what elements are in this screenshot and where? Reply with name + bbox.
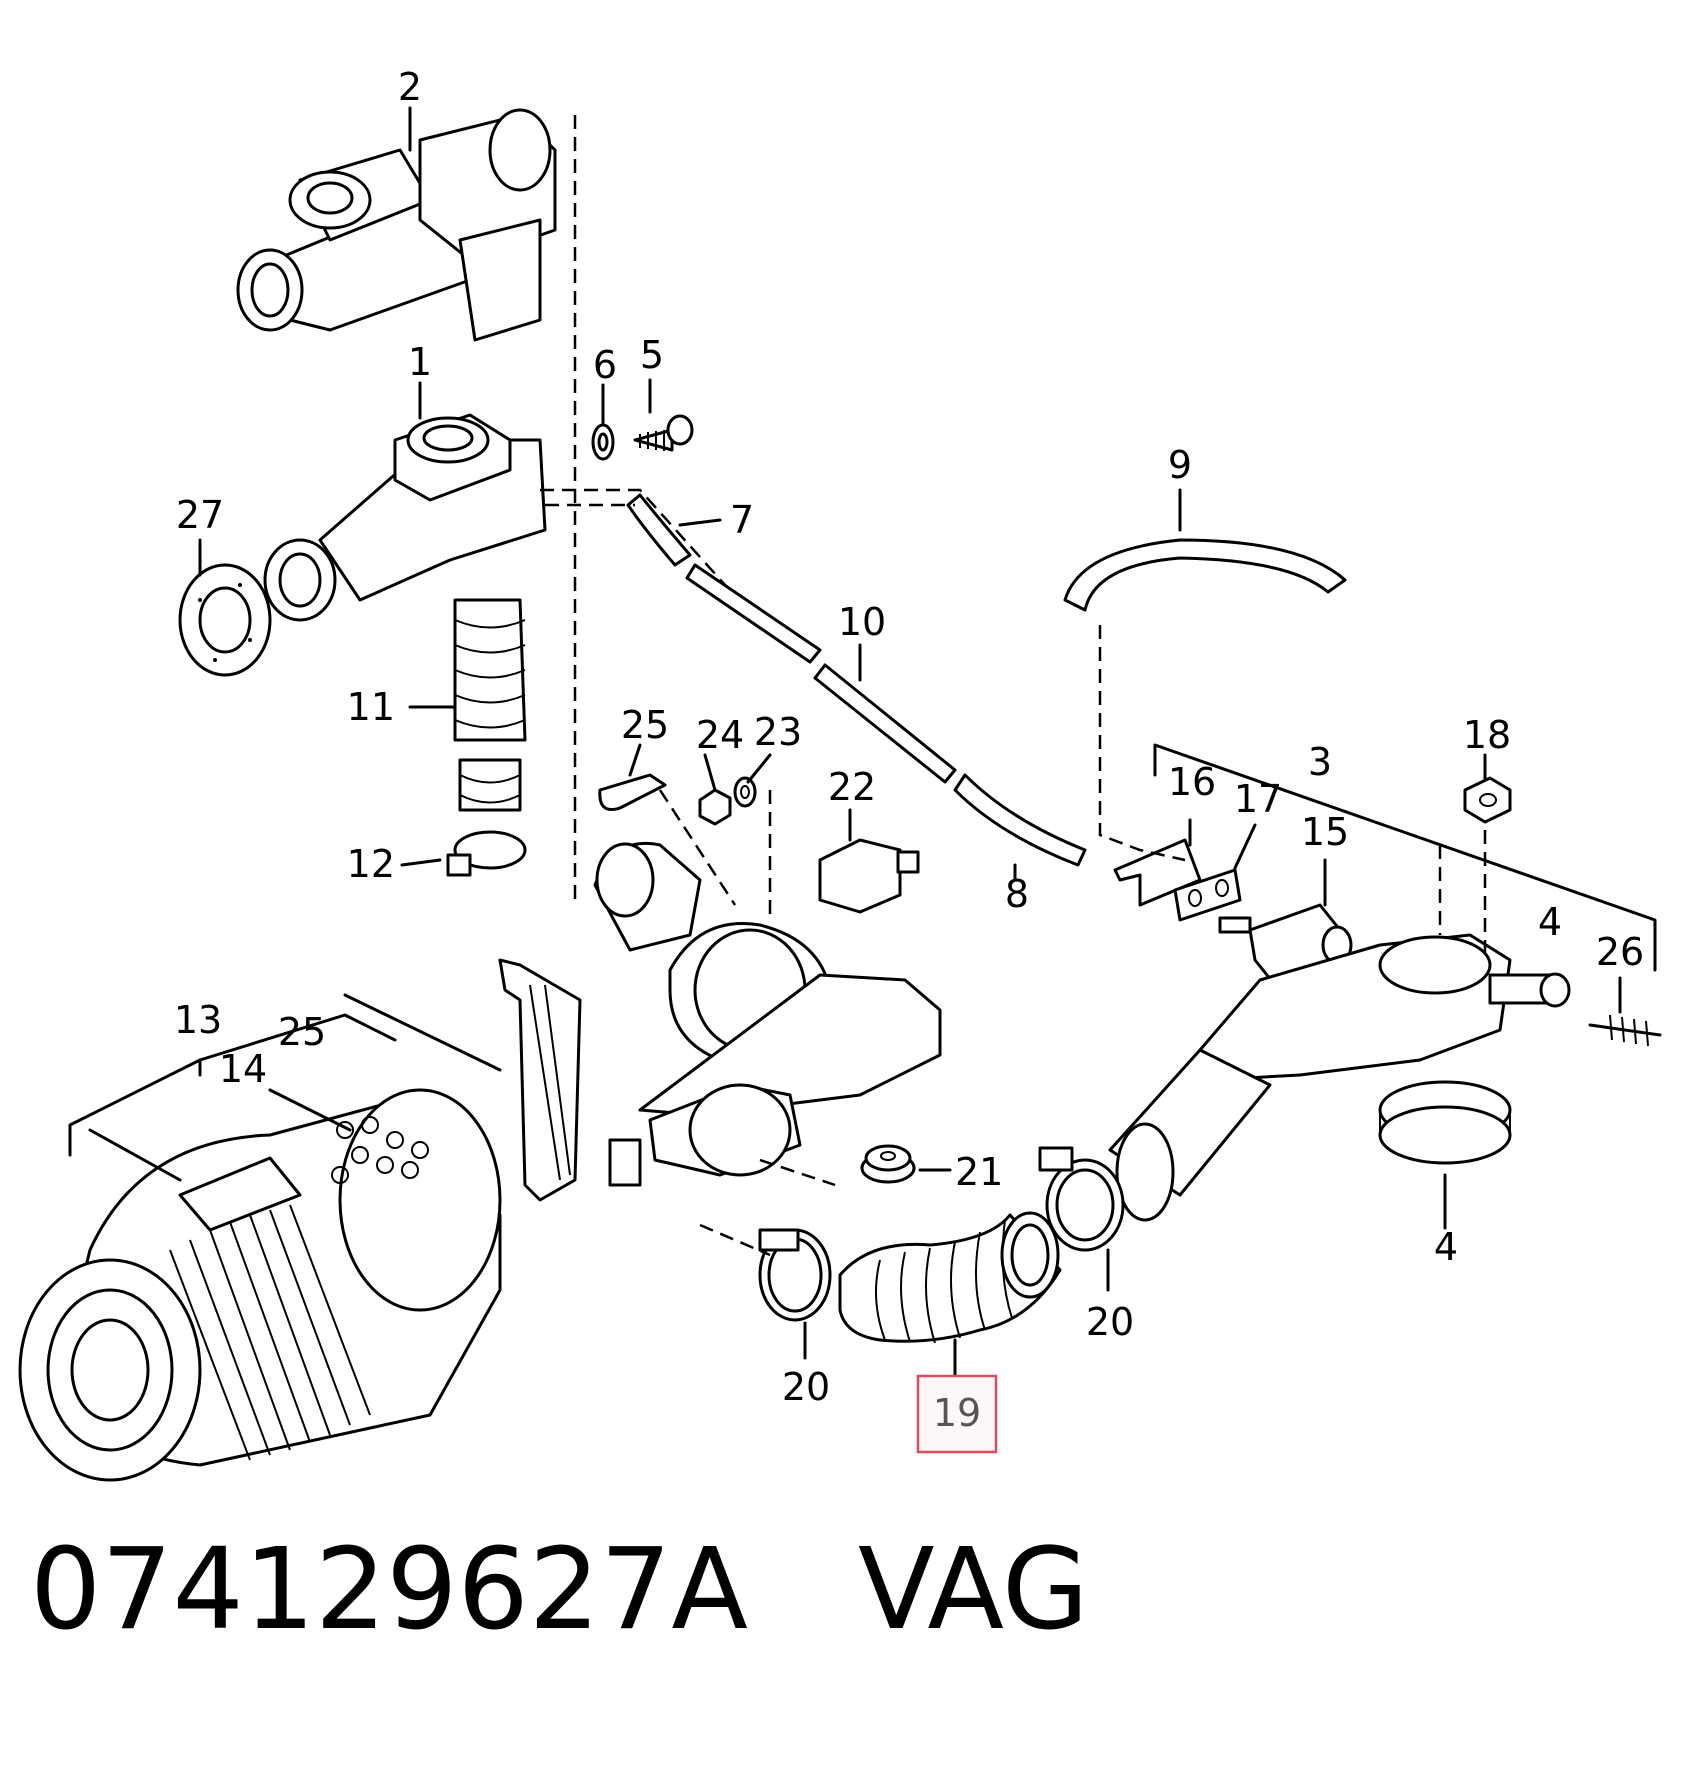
part-9-hose	[1063, 538, 1347, 612]
part-20-clamp-left	[758, 1228, 832, 1322]
callout-21: 21	[955, 1150, 1003, 1194]
callout-3: 3	[1308, 740, 1332, 784]
callout-7: 7	[730, 498, 754, 542]
callout-12: 12	[347, 842, 395, 886]
manifold-inlet-pipe	[1108, 1048, 1272, 1222]
callout-4-mid: 4	[1538, 900, 1562, 944]
callout-4-bottom: 4	[1434, 1225, 1458, 1269]
part-8-hose	[953, 773, 1087, 867]
part-20-clamp-right	[1038, 1146, 1125, 1252]
part-19-intake-hose	[838, 1211, 1062, 1344]
part-17-gasket	[1173, 868, 1242, 922]
part-23-washer	[733, 776, 757, 808]
part-1-intake-housing	[263, 413, 547, 622]
callout-2: 2	[398, 65, 422, 109]
part-3-manifold	[1198, 933, 1571, 1082]
callout-27: 27	[176, 493, 224, 537]
callout-18: 18	[1463, 713, 1511, 757]
part-24-nut	[698, 788, 732, 826]
callout-25-bottom: 25	[278, 1010, 326, 1054]
callout-24: 24	[696, 713, 744, 757]
callout-6: 6	[593, 343, 617, 387]
part-12-clamp	[446, 830, 527, 877]
callout-labels: 2 1 6 5 27 7 9 10 11 25 24 23 22 18 3 16…	[174, 65, 1644, 1454]
callout-19-highlighted: 19	[933, 1391, 981, 1435]
callout-20-right: 20	[1086, 1300, 1134, 1344]
callout-17: 17	[1234, 777, 1282, 821]
callout-16: 16	[1168, 760, 1216, 804]
callout-5: 5	[640, 333, 664, 377]
callout-26: 26	[1596, 930, 1644, 974]
part-22-mount	[818, 838, 920, 914]
callout-1: 1	[408, 340, 432, 384]
callout-10: 10	[838, 600, 886, 644]
part-number: 074129627A	[30, 1525, 748, 1655]
part-7-hose	[626, 493, 692, 567]
part-18-nut	[1463, 776, 1512, 824]
highlight-box	[916, 1374, 998, 1454]
air-filter-canister	[18, 1088, 502, 1482]
callout-22: 22	[828, 765, 876, 809]
part-4-seal-ring	[1378, 1080, 1512, 1165]
callout-20-left: 20	[782, 1365, 830, 1409]
leader-lines	[68, 106, 1657, 1377]
callout-14: 14	[219, 1047, 267, 1091]
callout-13: 13	[174, 998, 222, 1042]
part-21-grommet	[860, 1144, 916, 1184]
callout-15: 15	[1301, 810, 1349, 854]
part-6-washer	[591, 423, 615, 461]
part-number-caption: 074129627A VAG	[30, 1515, 1089, 1665]
callout-23: 23	[754, 710, 802, 754]
air-box-housing	[498, 841, 942, 1202]
callout-11: 11	[347, 685, 395, 729]
callout-8: 8	[1005, 872, 1029, 916]
callout-25-top: 25	[621, 703, 669, 747]
part-25-clip	[598, 773, 667, 811]
part-5-screw	[633, 414, 694, 452]
part-26-spring	[1588, 1014, 1662, 1047]
part-2-throttle-housing	[236, 108, 557, 342]
part-11-bellows	[453, 598, 527, 812]
part-27-gasket	[178, 563, 272, 677]
brand-name: VAG	[857, 1525, 1089, 1655]
part-10-tube	[685, 563, 957, 784]
callout-9: 9	[1168, 443, 1192, 487]
